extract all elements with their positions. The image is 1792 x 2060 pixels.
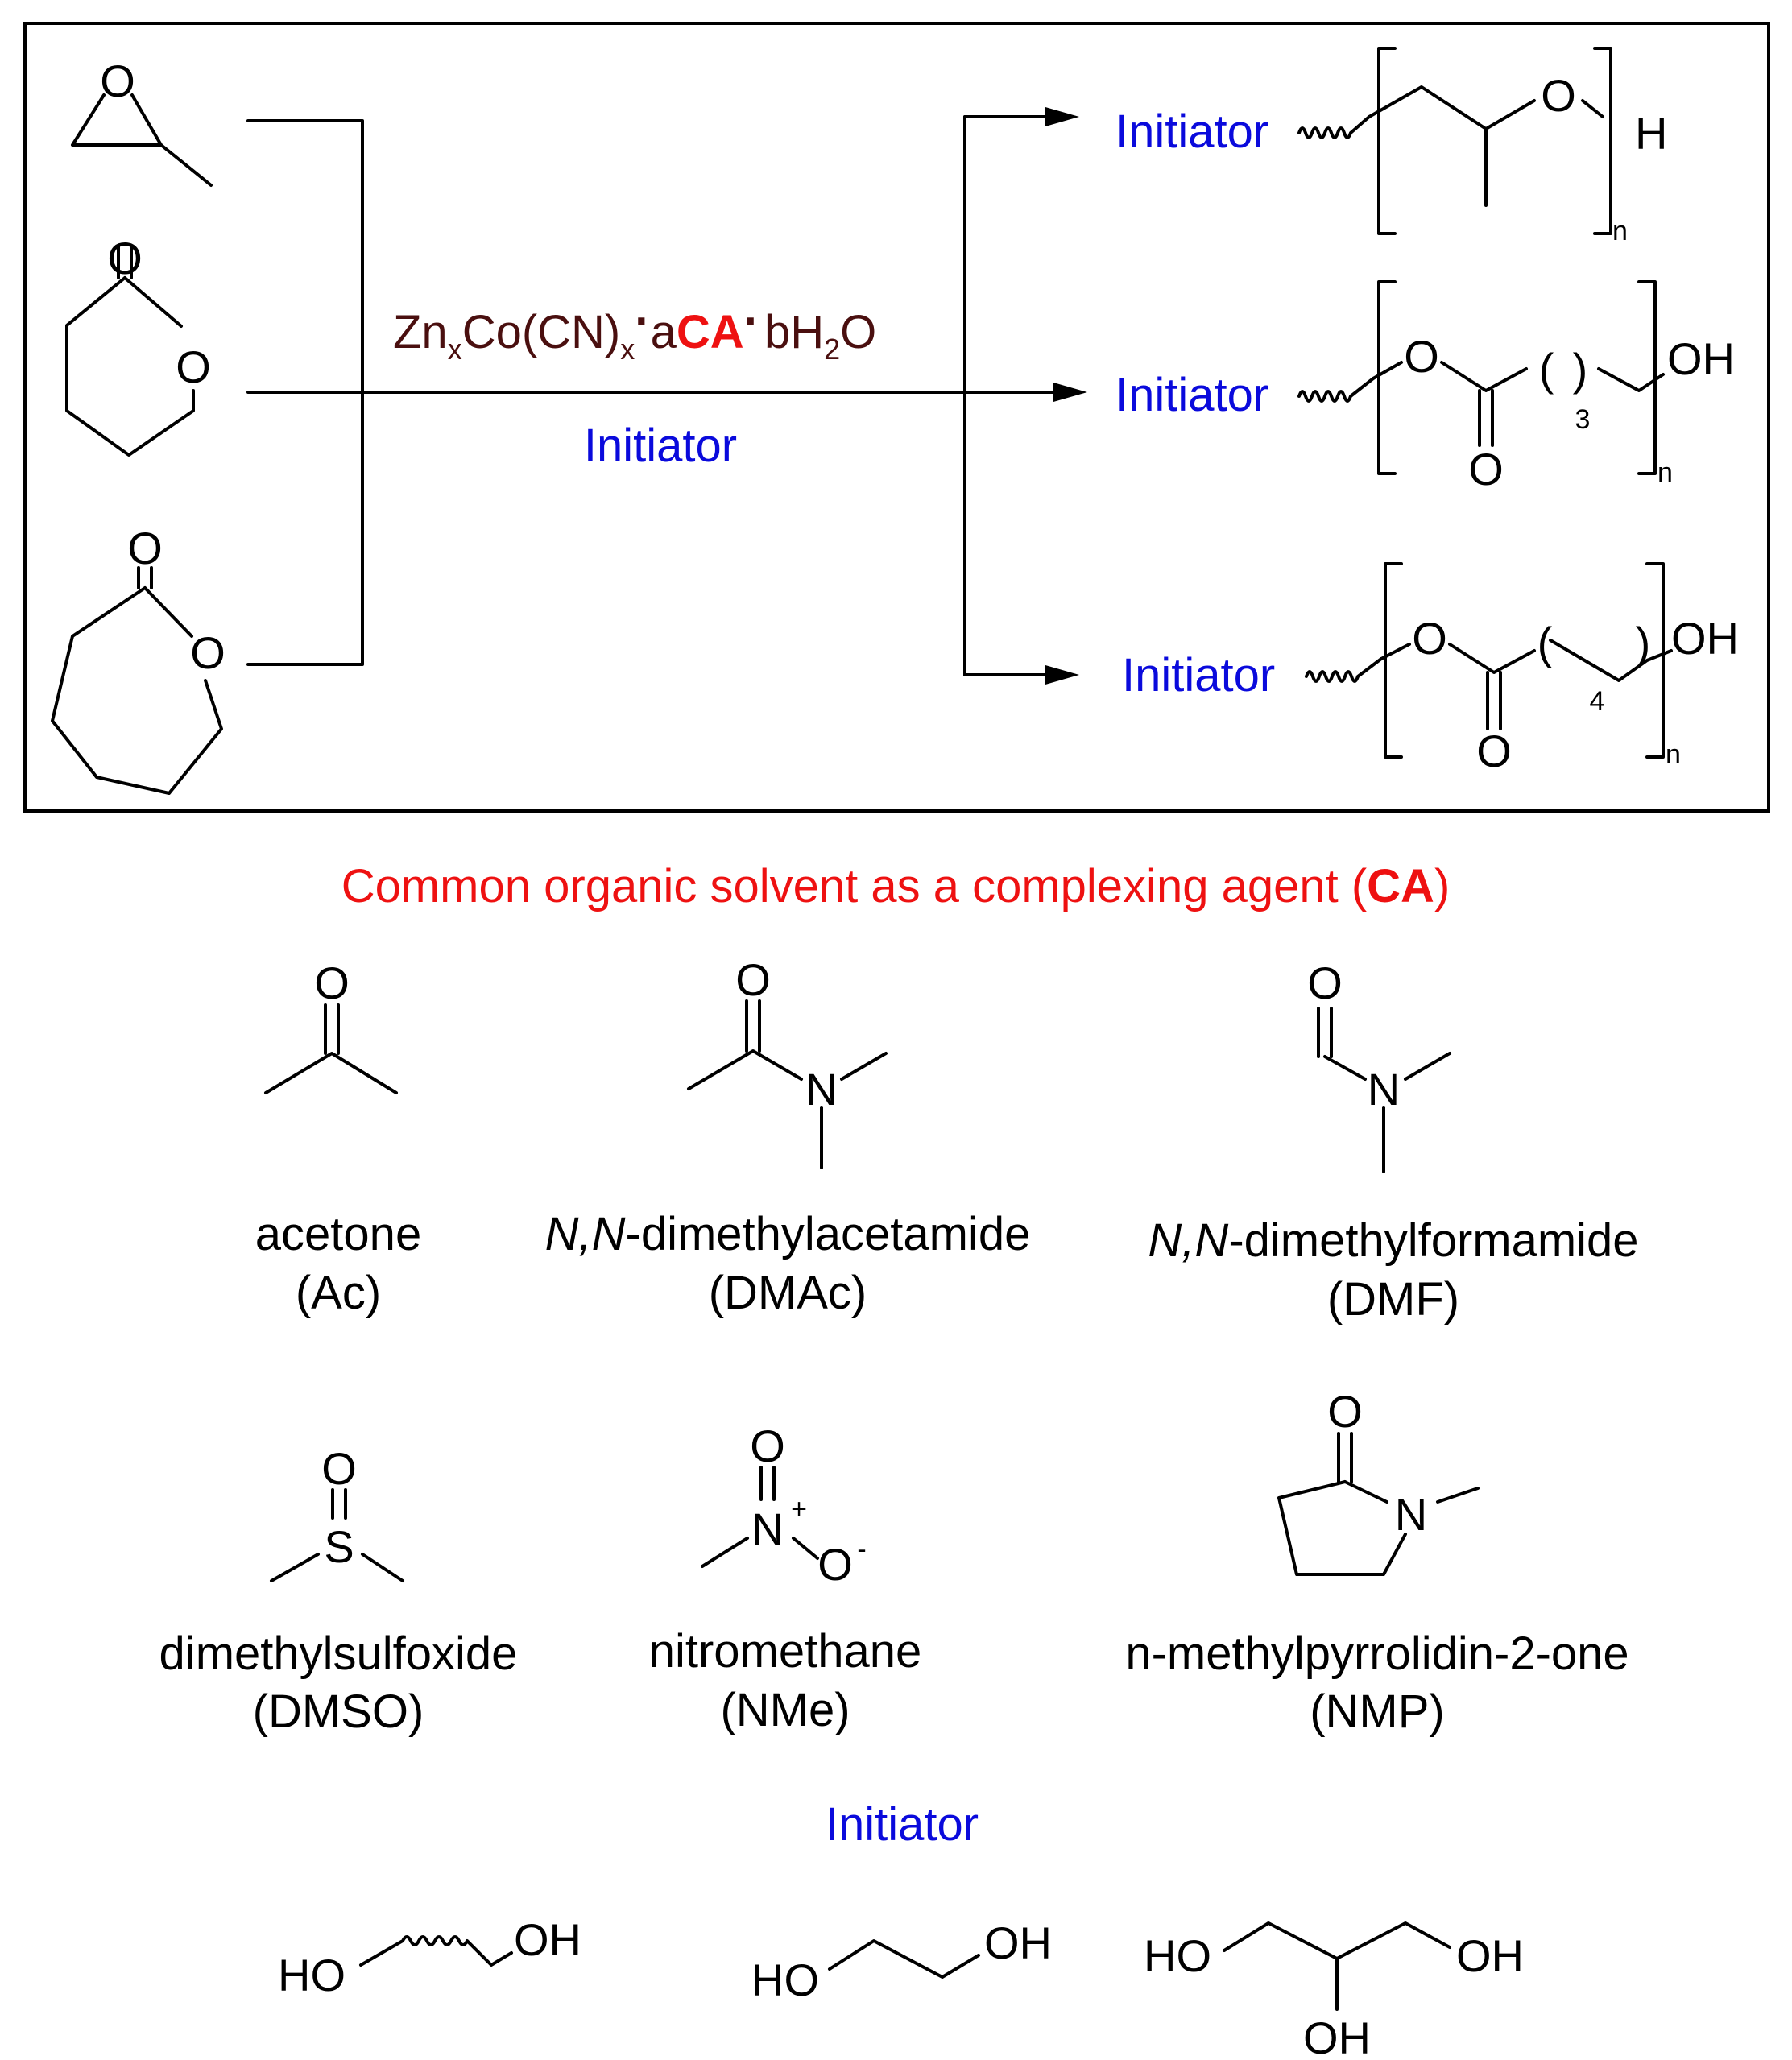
atom-oh: OH bbox=[984, 1917, 1052, 1968]
ca-name-nitromethane: nitromethane bbox=[649, 1625, 922, 1677]
atom-n: N bbox=[751, 1504, 784, 1554]
atom-o: O bbox=[1476, 726, 1512, 776]
product-initiator-label: Initiator bbox=[1115, 105, 1268, 158]
atom-o: O bbox=[100, 56, 135, 106]
repeat-n: n bbox=[1612, 216, 1628, 246]
end-group-oh: OH bbox=[1671, 613, 1739, 664]
ca-abbr-nmp: (NMP) bbox=[1310, 1686, 1445, 1738]
initiator-polyether-diol: HO OH bbox=[278, 1914, 581, 2000]
atom-s: S bbox=[324, 1521, 354, 1572]
charge-plus: + bbox=[791, 1494, 807, 1524]
complexing-agent-heading: Common organic solvent as a complexing a… bbox=[341, 860, 1451, 912]
atom-oh: OH bbox=[514, 1914, 581, 1965]
ca-name-dmac: N,N-dimethylacetamide bbox=[545, 1208, 1031, 1260]
atom-o: O bbox=[1468, 444, 1504, 494]
paren-open: ( bbox=[1539, 344, 1554, 395]
ca-abbr-dmf: (DMF) bbox=[1327, 1273, 1459, 1326]
atom-o: O bbox=[107, 233, 143, 283]
product-polycaprolactone: Initiator O O ( ) 4 OH n bbox=[1122, 562, 1739, 776]
methylene-count: 4 bbox=[1590, 686, 1605, 717]
ca-abbr-dmso: (DMSO) bbox=[253, 1686, 424, 1738]
product-arrows bbox=[963, 107, 1087, 685]
methylene-count: 3 bbox=[1575, 404, 1591, 435]
dmac-structure: O N bbox=[687, 954, 888, 1169]
caprolactone-structure: O O bbox=[51, 523, 226, 795]
reactant-collector-lines bbox=[246, 119, 1057, 666]
arrowhead bbox=[1045, 665, 1079, 685]
product-polyvalerolactone: Initiator O O ( ) 3 OH n bbox=[1115, 280, 1735, 494]
ca-abbr-nitromethane: (NMe) bbox=[720, 1684, 850, 1736]
ca-abbr-acetone: (Ac) bbox=[296, 1267, 381, 1319]
acetone-structure: O bbox=[264, 958, 398, 1094]
atom-n: N bbox=[1368, 1064, 1400, 1115]
ca-name-acetone: acetone bbox=[255, 1208, 421, 1260]
dmf-structure: O N bbox=[1307, 958, 1451, 1173]
atom-ho: HO bbox=[1144, 1930, 1211, 1981]
initiator-glycerol: HO OH OH bbox=[1144, 1921, 1524, 2060]
ca-name-dmso: dimethylsulfoxide bbox=[159, 1628, 518, 1680]
product-initiator-label: Initiator bbox=[1122, 649, 1275, 701]
atom-o: O bbox=[321, 1443, 357, 1494]
arrowhead bbox=[1053, 383, 1087, 402]
atom-o: O bbox=[1404, 331, 1439, 382]
atom-o: O bbox=[1412, 613, 1447, 664]
atom-n: N bbox=[1395, 1489, 1427, 1540]
reagent-initiator-label: Initiator bbox=[584, 420, 737, 472]
atom-o: O bbox=[1307, 958, 1343, 1008]
nmp-structure: O N bbox=[1277, 1386, 1480, 1576]
reaction-frame bbox=[23, 22, 1770, 813]
end-group-h: H bbox=[1635, 108, 1667, 159]
product-initiator-label: Initiator bbox=[1115, 369, 1268, 421]
atom-o: O bbox=[817, 1539, 853, 1590]
atom-o: O bbox=[176, 341, 211, 392]
atom-oh: OH bbox=[1303, 2012, 1371, 2060]
initiator-ethylene-glycol: HO OH bbox=[751, 1917, 1052, 2005]
dmso-structure: O S bbox=[270, 1443, 404, 1582]
product-polyether: Initiator O H n bbox=[1115, 47, 1667, 246]
ca-name-dmf: N,N-dimethylformamide bbox=[1148, 1214, 1638, 1267]
atom-o: O bbox=[1541, 70, 1576, 121]
paren-close: ) bbox=[1573, 344, 1588, 395]
atom-oh: OH bbox=[1456, 1930, 1524, 1981]
end-group-oh: OH bbox=[1667, 333, 1735, 384]
valerolactone-structure: O O bbox=[65, 233, 211, 457]
repeat-n: n bbox=[1666, 739, 1681, 770]
atom-o: O bbox=[190, 627, 226, 678]
atom-n: N bbox=[805, 1064, 838, 1115]
catalyst-formula: ZnxCo(CN)x·aCA·bH2O bbox=[393, 295, 876, 366]
atom-ho: HO bbox=[278, 1950, 346, 2000]
atom-o: O bbox=[127, 523, 163, 573]
atom-o: O bbox=[750, 1421, 785, 1471]
atom-o: O bbox=[314, 958, 350, 1008]
repeat-n: n bbox=[1657, 457, 1673, 488]
paren-close: ) bbox=[1636, 618, 1651, 668]
ca-abbr-dmac: (DMAc) bbox=[709, 1267, 867, 1319]
atom-o: O bbox=[735, 954, 771, 1005]
atom-o: O bbox=[1327, 1386, 1363, 1437]
nitromethane-structure: O N + O - bbox=[701, 1421, 867, 1590]
initiator-heading: Initiator bbox=[826, 1798, 979, 1851]
ca-name-nmp: n-methylpyrrolidin-2-one bbox=[1125, 1628, 1629, 1680]
paren-open: ( bbox=[1537, 618, 1553, 668]
propylene-oxide-structure: O bbox=[71, 56, 213, 187]
atom-ho: HO bbox=[751, 1955, 819, 2005]
arrowhead bbox=[1045, 107, 1079, 126]
charge-minus: - bbox=[857, 1534, 866, 1565]
